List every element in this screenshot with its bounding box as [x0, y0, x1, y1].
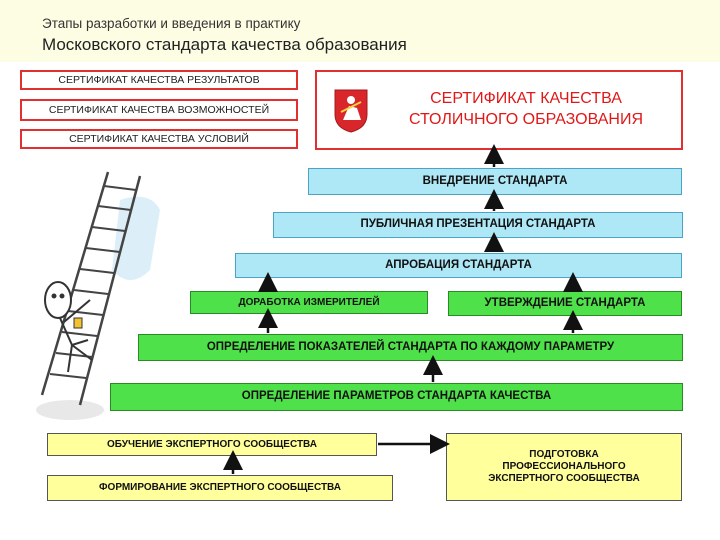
presentation-step: ПУБЛИЧНАЯ ПРЕЗЕНТАЦИЯ СТАНДАРТА — [273, 212, 683, 238]
certificate-conditions-box: СЕРТИФИКАТ КАЧЕСТВА УСЛОВИЙ — [20, 129, 298, 149]
approbation-step: АПРОБАЦИЯ СТАНДАРТА — [235, 253, 682, 278]
capital-certificate-line1: СЕРТИФИКАТ КАЧЕСТВА — [430, 90, 622, 108]
preparation-line3: ЭКСПЕРТНОГО СООБЩЕСТВА — [488, 473, 640, 484]
indicators-step: ОПРЕДЕЛЕНИЕ ПОКАЗАТЕЛЕЙ СТАНДАРТА ПО КАЖ… — [138, 334, 683, 361]
parameters-step: ОПРЕДЕЛЕНИЕ ПАРАМЕТРОВ СТАНДАРТА КАЧЕСТВ… — [110, 383, 683, 411]
formation-step: ФОРМИРОВАНИЕ ЭКСПЕРТНОГО СООБЩЕСТВА — [47, 475, 393, 501]
page-title: Московского стандарта качества образован… — [42, 35, 407, 54]
certificate-results-box: СЕРТИФИКАТ КАЧЕСТВА РЕЗУЛЬТАТОВ — [20, 70, 298, 90]
capital-certificate-box: СЕРТИФИКАТ КАЧЕСТВА СТОЛИЧНОГО ОБРАЗОВАН… — [315, 70, 683, 150]
refinement-step: ДОРАБОТКА ИЗМЕРИТЕЛЕЙ — [190, 291, 428, 314]
training-step: ОБУЧЕНИЕ ЭКСПЕРТНОГО СООБЩЕСТВА — [47, 433, 377, 456]
moscow-coat-of-arms-icon — [331, 86, 371, 134]
preparation-line1: ПОДГОТОВКА — [529, 449, 599, 460]
approval-step: УТВЕРЖДЕНИЕ СТАНДАРТА — [448, 291, 682, 316]
page-subtitle: Этапы разработки и введения в практику — [42, 16, 301, 31]
preparation-line2: ПРОФЕССИОНАЛЬНОГО — [502, 461, 626, 472]
header-band: Этапы разработки и введения в практику М… — [0, 0, 720, 62]
certificate-opportunities-box: СЕРТИФИКАТ КАЧЕСТВА ВОЗМОЖНОСТЕЙ — [20, 99, 298, 121]
capital-certificate-line2: СТОЛИЧНОГО ОБРАЗОВАНИЯ — [408, 111, 644, 128]
character-illustration — [44, 281, 93, 373]
implementation-step: ВНЕДРЕНИЕ СТАНДАРТА — [308, 168, 682, 195]
preparation-step: ПОДГОТОВКА ПРОФЕССИОНАЛЬНОГО ЭКСПЕРТНОГО… — [446, 433, 682, 501]
